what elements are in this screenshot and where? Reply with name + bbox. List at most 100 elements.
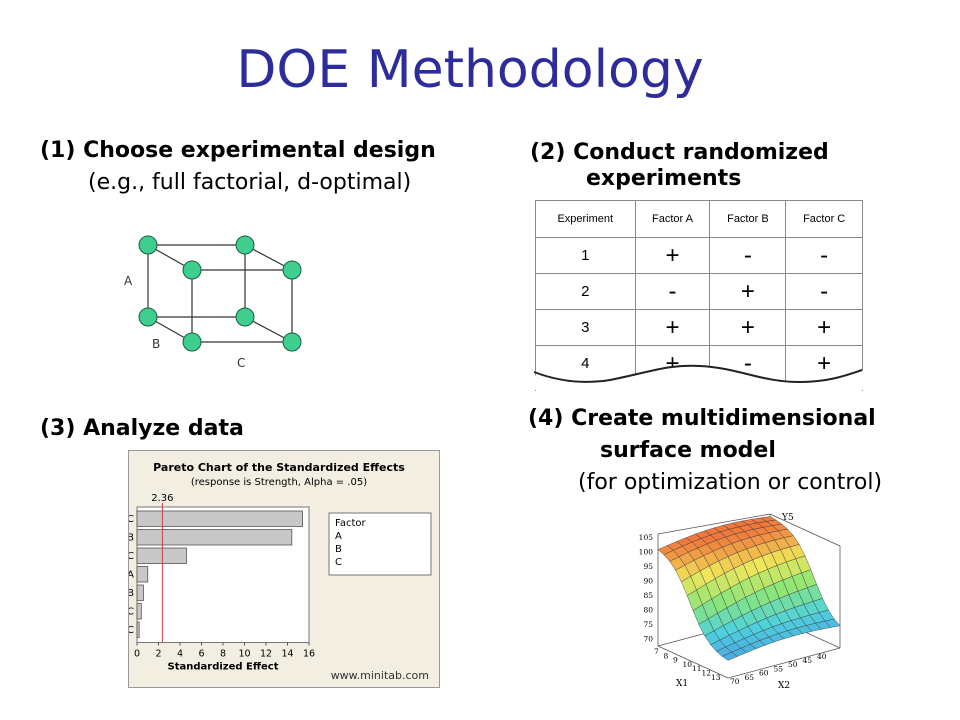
pareto-x-tick-label: 4 xyxy=(177,649,183,660)
pareto-bar xyxy=(136,603,142,620)
pareto-category-label: C xyxy=(129,514,134,525)
pareto-category-label: AC xyxy=(129,607,134,618)
pareto-bar xyxy=(136,621,140,638)
cube-node xyxy=(235,235,255,255)
surface-z-tick-label: 80 xyxy=(643,606,653,615)
pareto-bar xyxy=(136,584,144,601)
cube-nodes xyxy=(138,235,302,352)
cube-label-b: B xyxy=(152,337,160,351)
pareto-bar xyxy=(136,510,303,527)
step2-heading-line2: experiments xyxy=(586,166,742,191)
cube-node xyxy=(138,307,158,327)
surface-y-tick-label: 50 xyxy=(788,660,798,669)
surface-y-tick-label: 70 xyxy=(730,677,740,686)
surface-z-tick-label: 90 xyxy=(643,577,653,586)
pareto-x-tick-label: 12 xyxy=(260,649,272,660)
step3-heading: (3) Analyze data xyxy=(40,416,244,441)
surface-z-tick-label: 105 xyxy=(639,533,654,542)
pareto-subtitle: (response is Strength, Alpha = .05) xyxy=(191,477,367,488)
pareto-reference-label: 2.36 xyxy=(151,493,173,504)
surface-x-tick-label: 12 xyxy=(702,669,712,678)
page-title: DOE Methodology xyxy=(236,40,704,100)
surface-z-tick-label: 70 xyxy=(643,635,653,644)
pareto-chart: Pareto Chart of the Standardized Effects… xyxy=(113,461,432,682)
pareto-x-tick-label: 14 xyxy=(281,649,293,660)
step4-heading-line2: surface model xyxy=(600,438,776,463)
surface-z-tick-label: 75 xyxy=(643,620,653,629)
factor-level-cell: + xyxy=(635,309,711,346)
factor-level-cell: - xyxy=(635,273,711,310)
experiment-number-cell: 2 xyxy=(536,273,636,310)
surface-x-tick-label: 10 xyxy=(683,660,693,669)
pareto-x-tick-label: 8 xyxy=(220,649,226,660)
surface-x-tick-label: 9 xyxy=(673,656,678,665)
surface-x-tick-label: 8 xyxy=(664,651,669,660)
table-header-cell: Factor B xyxy=(709,201,787,238)
pareto-title: Pareto Chart of the Standardized Effects xyxy=(153,461,405,474)
surface-x-label: X1 xyxy=(676,679,688,689)
factorial-cube-diagram: A B C xyxy=(124,235,302,370)
factor-level-cell: + xyxy=(785,309,862,346)
pareto-category-label: AB xyxy=(129,588,134,599)
surface-mesh xyxy=(657,516,841,661)
pareto-bar xyxy=(136,566,149,583)
cube-label-c: C xyxy=(237,356,245,370)
pareto-x-tick-label: 2 xyxy=(155,649,161,660)
pareto-watermark: www.minitab.com xyxy=(331,669,429,682)
table-row: 1+-- xyxy=(536,237,862,274)
surface-z-label: Y5 xyxy=(781,513,794,523)
pareto-legend: Factor A B C xyxy=(328,512,432,576)
surface-z-tick-label: 100 xyxy=(639,548,654,557)
legend-item-b: B xyxy=(335,544,342,555)
surface-y-tick-label: 60 xyxy=(759,669,769,678)
pareto-x-tick-label: 16 xyxy=(303,649,315,660)
factor-level-cell: - xyxy=(785,237,862,274)
pareto-chart-panel: Pareto Chart of the Standardized Effects… xyxy=(113,450,440,688)
table-header-cell: Factor A xyxy=(635,201,711,238)
pareto-category-label: B xyxy=(129,533,134,544)
surface-y-label: X2 xyxy=(778,681,790,691)
surface-y-tick-label: 55 xyxy=(774,664,784,673)
pareto-bar xyxy=(136,529,293,546)
legend-item-c: C xyxy=(335,557,342,568)
legend-title: Factor xyxy=(335,518,366,529)
surface-x-tick-label: 13 xyxy=(711,673,721,682)
step2-heading-line1: (2) Conduct randomized xyxy=(530,140,829,165)
table-header-cell: Factor C xyxy=(785,201,862,238)
surface-x-tick-label: 7 xyxy=(654,647,659,656)
surface-y-tick-label: 40 xyxy=(817,652,827,661)
legend-item-a: A xyxy=(335,531,342,542)
pareto-category-label: ABC xyxy=(129,625,134,636)
cube-node xyxy=(182,332,202,352)
cube-label-a: A xyxy=(124,274,133,288)
surface-x-tick-label: 11 xyxy=(692,664,702,673)
pareto-x-axis-label: Standardized Effect xyxy=(168,662,279,673)
cube-node xyxy=(235,307,255,327)
step4-subtitle: (for optimization or control) xyxy=(578,470,883,495)
cube-node xyxy=(282,332,302,352)
table-torn-edge xyxy=(530,364,870,390)
surface-z-tick-label: 95 xyxy=(643,562,653,571)
surface-y-tick-label: 65 xyxy=(745,673,755,682)
pareto-x-tick-label: 0 xyxy=(134,649,140,660)
factor-level-cell: - xyxy=(785,273,862,310)
pareto-x-tick-label: 10 xyxy=(238,649,250,660)
factor-level-cell: - xyxy=(709,237,787,274)
factor-level-cell: + xyxy=(709,273,787,310)
pareto-plot-area: CB BC A AB AC ABC 2.36 0 2 4 6 8 10 12 14 16Standardize… xyxy=(113,493,315,673)
pareto-bar xyxy=(136,547,187,564)
table-row: 3+++ xyxy=(536,309,862,346)
experiment-number-cell: 1 xyxy=(536,237,636,274)
pareto-category-label: A xyxy=(129,570,134,581)
pareto-x-tick-label: 6 xyxy=(198,649,204,660)
step1-subtitle: (e.g., full factorial, d-optimal) xyxy=(88,170,412,195)
pareto-category-label: BC xyxy=(129,551,134,562)
step1-heading: (1) Choose experimental design xyxy=(40,138,436,163)
cube-node xyxy=(138,235,158,255)
cube-edges xyxy=(147,244,293,343)
factor-level-cell: + xyxy=(635,237,711,274)
